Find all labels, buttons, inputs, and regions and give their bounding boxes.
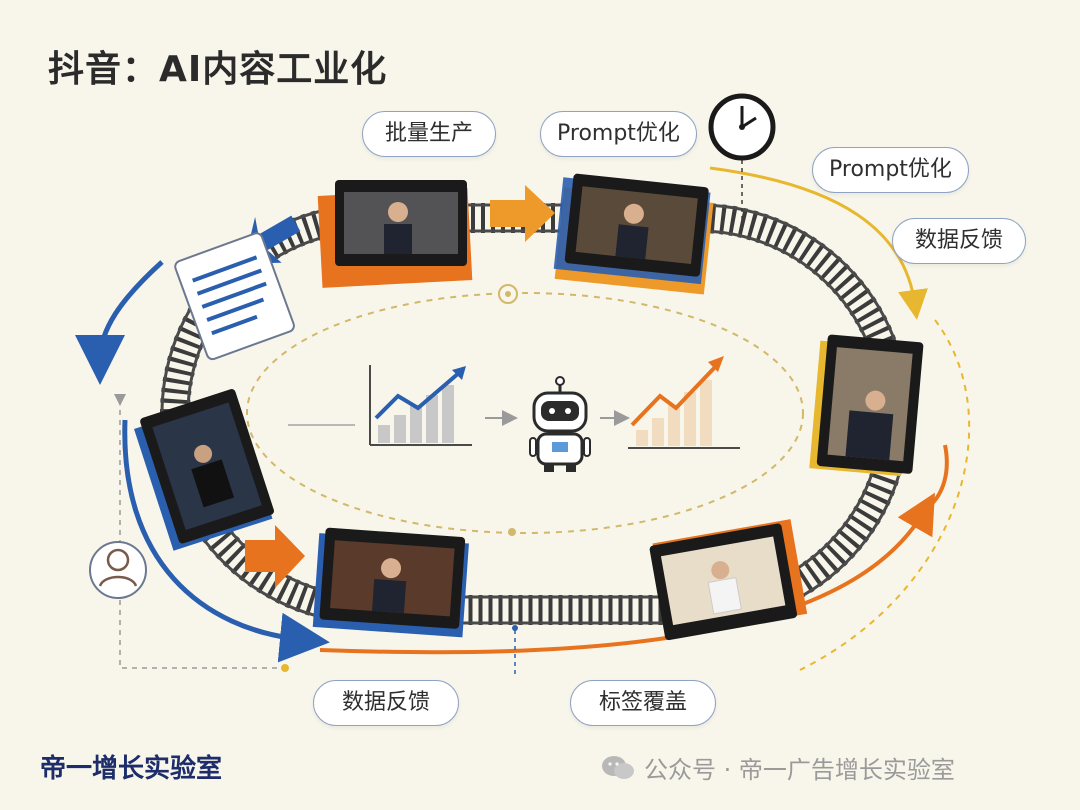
inner-loop-node-top-dot bbox=[505, 291, 511, 297]
person-icon bbox=[89, 541, 147, 599]
pill-data-feedback-bottom: 数据反馈 bbox=[313, 680, 460, 726]
orange-block-arrow-bottom-left bbox=[245, 525, 305, 588]
pill-tag-coverage: 标签覆盖 bbox=[570, 680, 717, 726]
robot-icon bbox=[529, 376, 591, 472]
trend-chart-orange-icon bbox=[628, 356, 740, 449]
yellow-dashed-arc bbox=[799, 319, 971, 671]
wechat-account-label: 公众号 · 帝一广告增长实验室 bbox=[644, 756, 955, 784]
film-frame-6 bbox=[649, 519, 808, 641]
film-frame-4 bbox=[134, 389, 274, 551]
wechat-icon bbox=[600, 754, 636, 782]
orange-block-arrow-top bbox=[490, 185, 555, 242]
film-frame-2 bbox=[553, 173, 714, 295]
orange-right-arc bbox=[923, 444, 949, 512]
footer-wechat: 公众号 · 帝一广告增长实验室 bbox=[600, 750, 955, 785]
inner-loop-node-bottom bbox=[508, 528, 516, 536]
trend-chart-icon bbox=[369, 365, 472, 446]
film-frame-3 bbox=[809, 334, 924, 477]
footer-brand: 帝一增长实验室 bbox=[40, 754, 223, 784]
inner-dashed-loop bbox=[246, 292, 804, 534]
yellow-flow-arrow bbox=[709, 166, 928, 320]
document-icon bbox=[174, 232, 295, 361]
film-frame-1 bbox=[317, 180, 473, 288]
blue-left-arrow bbox=[75, 260, 164, 385]
feedback-node bbox=[281, 664, 289, 672]
pill-prompt-optimize-right: Prompt优化 bbox=[812, 147, 969, 193]
pill-prompt-optimize-top: Prompt优化 bbox=[540, 111, 697, 157]
pill-data-feedback-right: 数据反馈 bbox=[892, 218, 1027, 264]
clock-icon bbox=[708, 93, 776, 161]
tag-node bbox=[512, 625, 518, 631]
film-frame-5 bbox=[312, 527, 469, 638]
blue-bottom-arrow bbox=[122, 419, 330, 663]
page-title: 抖音：AI内容工业化 bbox=[48, 49, 388, 90]
pill-batch-production: 批量生产 bbox=[362, 111, 497, 157]
